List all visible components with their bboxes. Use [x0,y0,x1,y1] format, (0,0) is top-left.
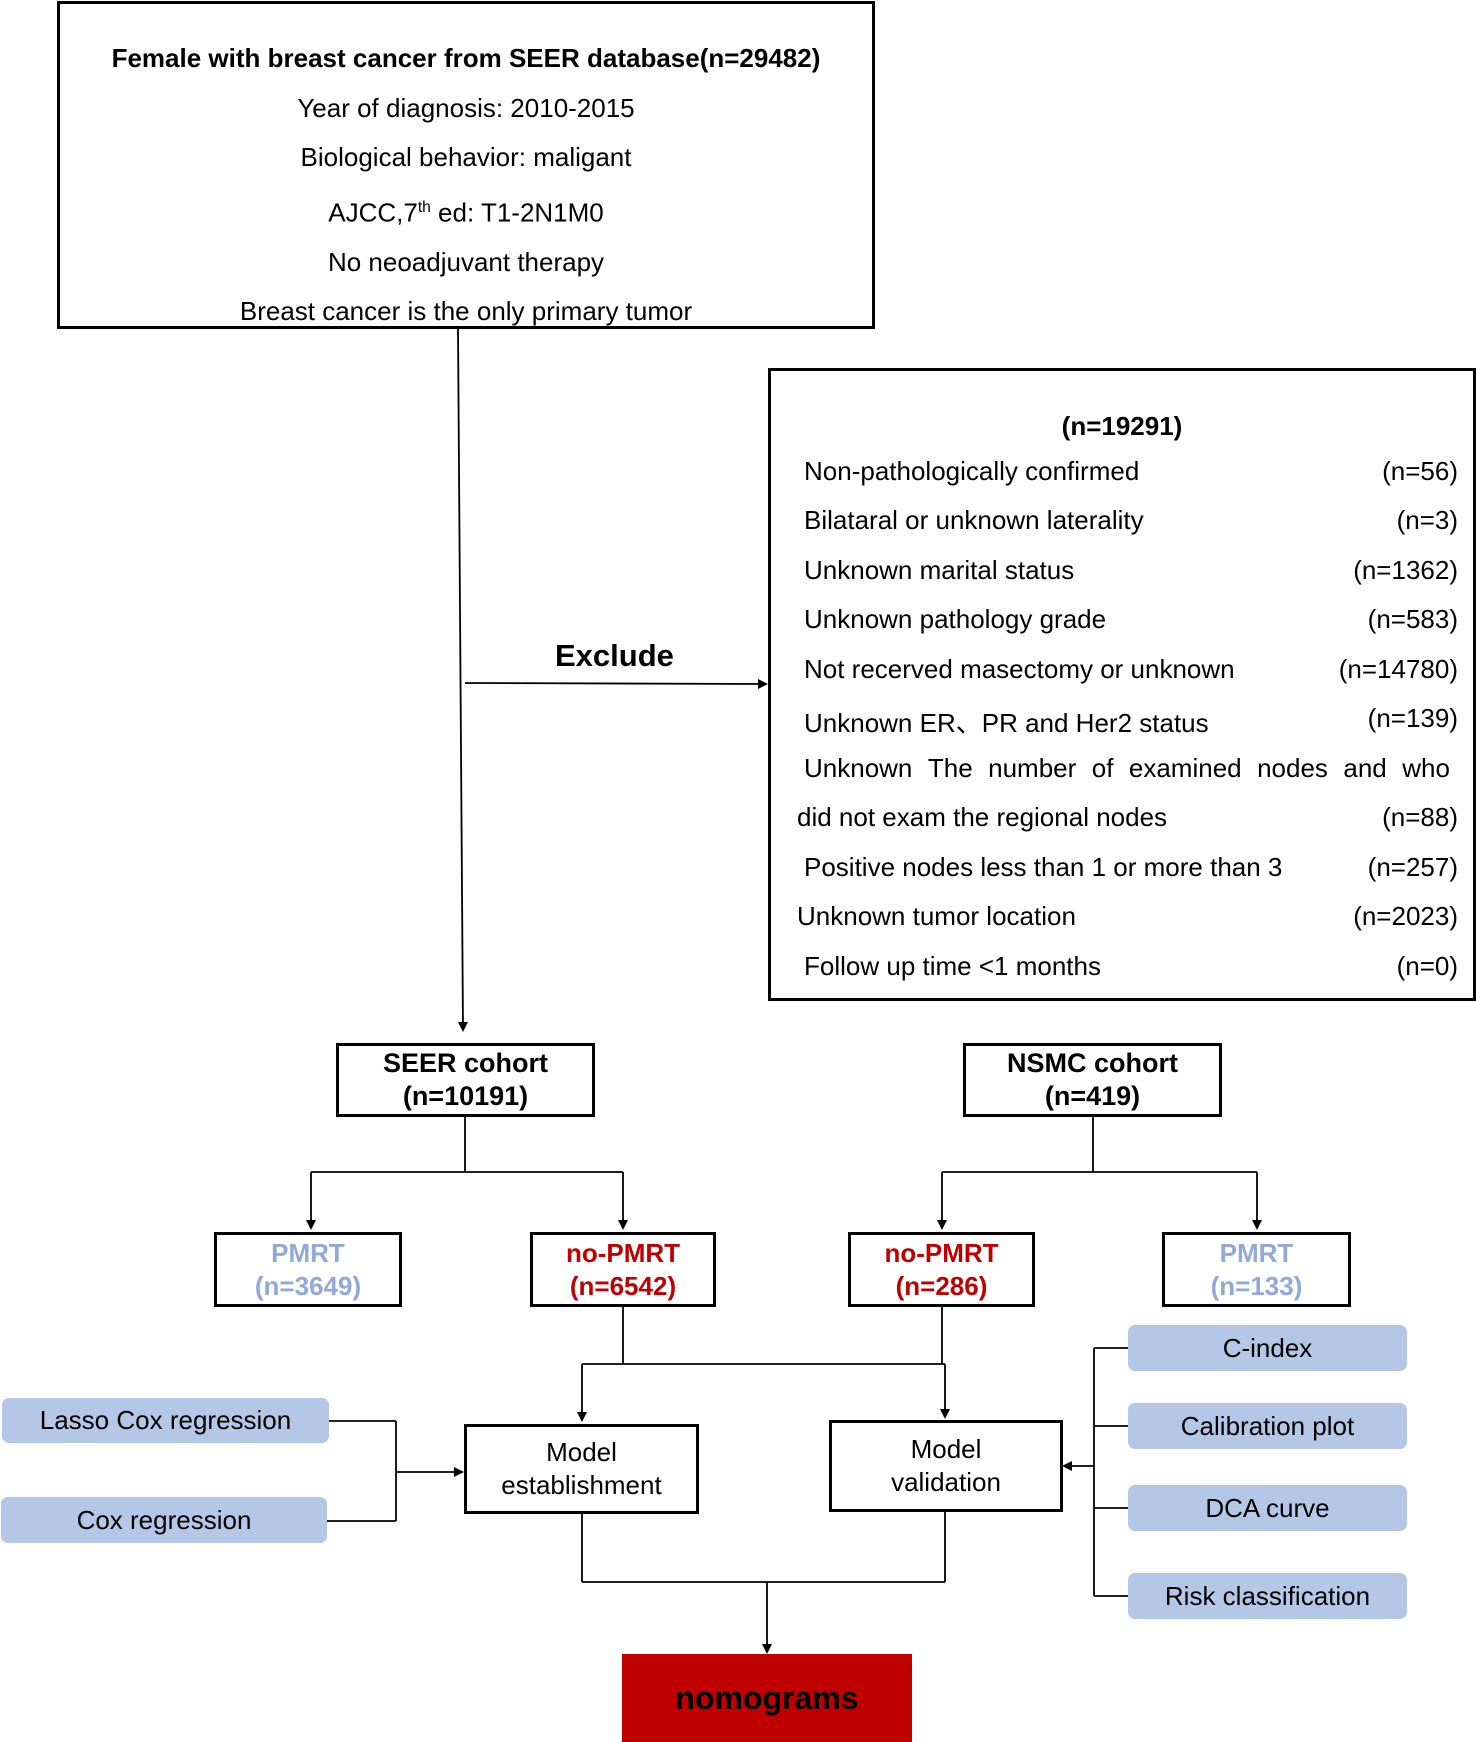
exclusion-count: (n=3) [1396,505,1458,535]
seer-cohort-box: SEER cohort (n=10191) [336,1043,595,1117]
cox-regression-pill: Cox regression [1,1497,327,1543]
risk-classification-pill: Risk classification [1128,1573,1407,1619]
nsmc-pmrt-name: PMRT [1219,1237,1294,1268]
nsmc-pmrt-box: PMRT (n=133) [1162,1232,1351,1307]
seer-cohort-n: (n=10191) [402,1081,529,1111]
calibration-plot-pill: Calibration plot [1128,1403,1407,1449]
exclusion-row: Unknown marital status (n=1362) [771,555,1473,595]
exclusion-label: Positive nodes less than 1 or more than … [804,852,1283,882]
exclusion-label: Unknown tumor location [797,901,1076,931]
criterion-behavior: Biological behavior: maligant [300,142,632,172]
nsmc-nopmrt-name: no-PMRT [884,1237,999,1268]
lasso-cox-pill: Lasso Cox regression [2,1398,329,1443]
nomograms-output: nomograms [622,1654,912,1742]
exclusion-label: Bilataral or unknown laterality [804,505,1144,535]
exclusion-count: (n=257) [1367,852,1458,882]
exclusion-count: (n=88) [1382,802,1458,832]
seer-pmrt-name: PMRT [271,1237,345,1268]
exclusion-label: Unknown pathology grade [804,604,1107,634]
exclusion-count: (n=583) [1367,604,1458,634]
seer-pmrt-n: (n=3649) [254,1270,362,1301]
seer-nopmrt-box: no-PMRT (n=6542) [530,1232,716,1307]
exclusion-row: Follow up time <1 months (n=0) [771,951,1473,991]
exclusion-row: Bilataral or unknown laterality (n=3) [771,505,1473,545]
criterion-neoadjuvant: No neoadjuvant therapy [327,246,605,277]
arrow-exclude [464,678,768,689]
criterion-year: Year of diagnosis: 2010-2015 [297,92,635,123]
model-validation-box: Model validation [829,1420,1063,1512]
exclusion-row: Not recerved masectomy or unknown (n=147… [771,654,1473,694]
nsmc-cohort-n: (n=419) [1044,1081,1141,1111]
exclusion-total: (n=19291) [1061,411,1183,441]
nsmc-pmrt-n: (n=133) [1210,1270,1303,1301]
exclusion-count: (n=0) [1396,951,1458,981]
establishment-line1: Model [546,1437,617,1467]
exclusion-box: (n=19291) Non-pathologically confirmed (… [768,368,1476,1001]
c-index-pill: C-index [1128,1325,1407,1371]
criterion-ajcc: AJCC,7th ed: T1-2N1M0 [328,197,604,228]
seer-cohort-name: SEER cohort [382,1048,549,1078]
nsmc-cohort-name: NSMC cohort [1007,1048,1178,1078]
exclusion-row: Non-pathologically confirmed (n=56) [771,456,1473,496]
exclusion-count: (n=14780) [1338,654,1458,684]
exclusion-label: Unknown marital status [804,555,1075,585]
dca-curve-pill: DCA curve [1128,1485,1407,1531]
seer-pmrt-box: PMRT (n=3649) [214,1232,402,1307]
seer-nopmrt-n: (n=6542) [569,1270,677,1301]
inclusion-criteria-box: Female with breast cancer from SEER data… [57,1,875,329]
nsmc-nopmrt-box: no-PMRT (n=286) [848,1232,1035,1307]
exclusion-row: Unknown ER、PR and Her2 status (n=139) [771,703,1473,743]
seer-nopmrt-name: no-PMRT [565,1237,681,1268]
exclude-label: Exclude [555,638,674,673]
exclusion-label: Follow up time <1 months [804,951,1101,981]
exclusion-count: (n=56) [1382,456,1458,486]
exclusion-count: (n=139) [1367,703,1458,733]
source-title: Female with breast cancer from SEER data… [111,43,821,73]
exclusion-label: Not recerved masectomy or unknown [804,654,1235,684]
nsmc-cohort-box: NSMC cohort (n=419) [963,1043,1222,1117]
exclusion-label: Non-pathologically confirmed [804,456,1140,486]
exclusion-row: Unknown tumor location (n=2023) [771,901,1473,941]
exclusion-label: Unknown ER、PR and Her2 status [804,708,1209,738]
exclusion-row: Positive nodes less than 1 or more than … [771,852,1473,892]
nsmc-nopmrt-n: (n=286) [895,1270,988,1301]
exclusion-row: Unknown pathology grade (n=583) [771,604,1473,644]
validation-line2: validation [891,1467,1001,1497]
exclusion-count: (n=2023) [1353,901,1458,931]
arrow-source-to-seer [457,328,468,1032]
exclusion-count: (n=1362) [1353,555,1458,585]
exclusion-row: did not exam the regional nodes (n=88) [771,802,1473,842]
criterion-primary: Breast cancer is the only primary tumor [239,296,693,327]
model-establishment-box: Model establishment [464,1424,699,1514]
establishment-line2: establishment [501,1470,662,1500]
validation-line1: Model [910,1434,982,1464]
exclusion-label: did not exam the regional nodes [797,802,1168,832]
